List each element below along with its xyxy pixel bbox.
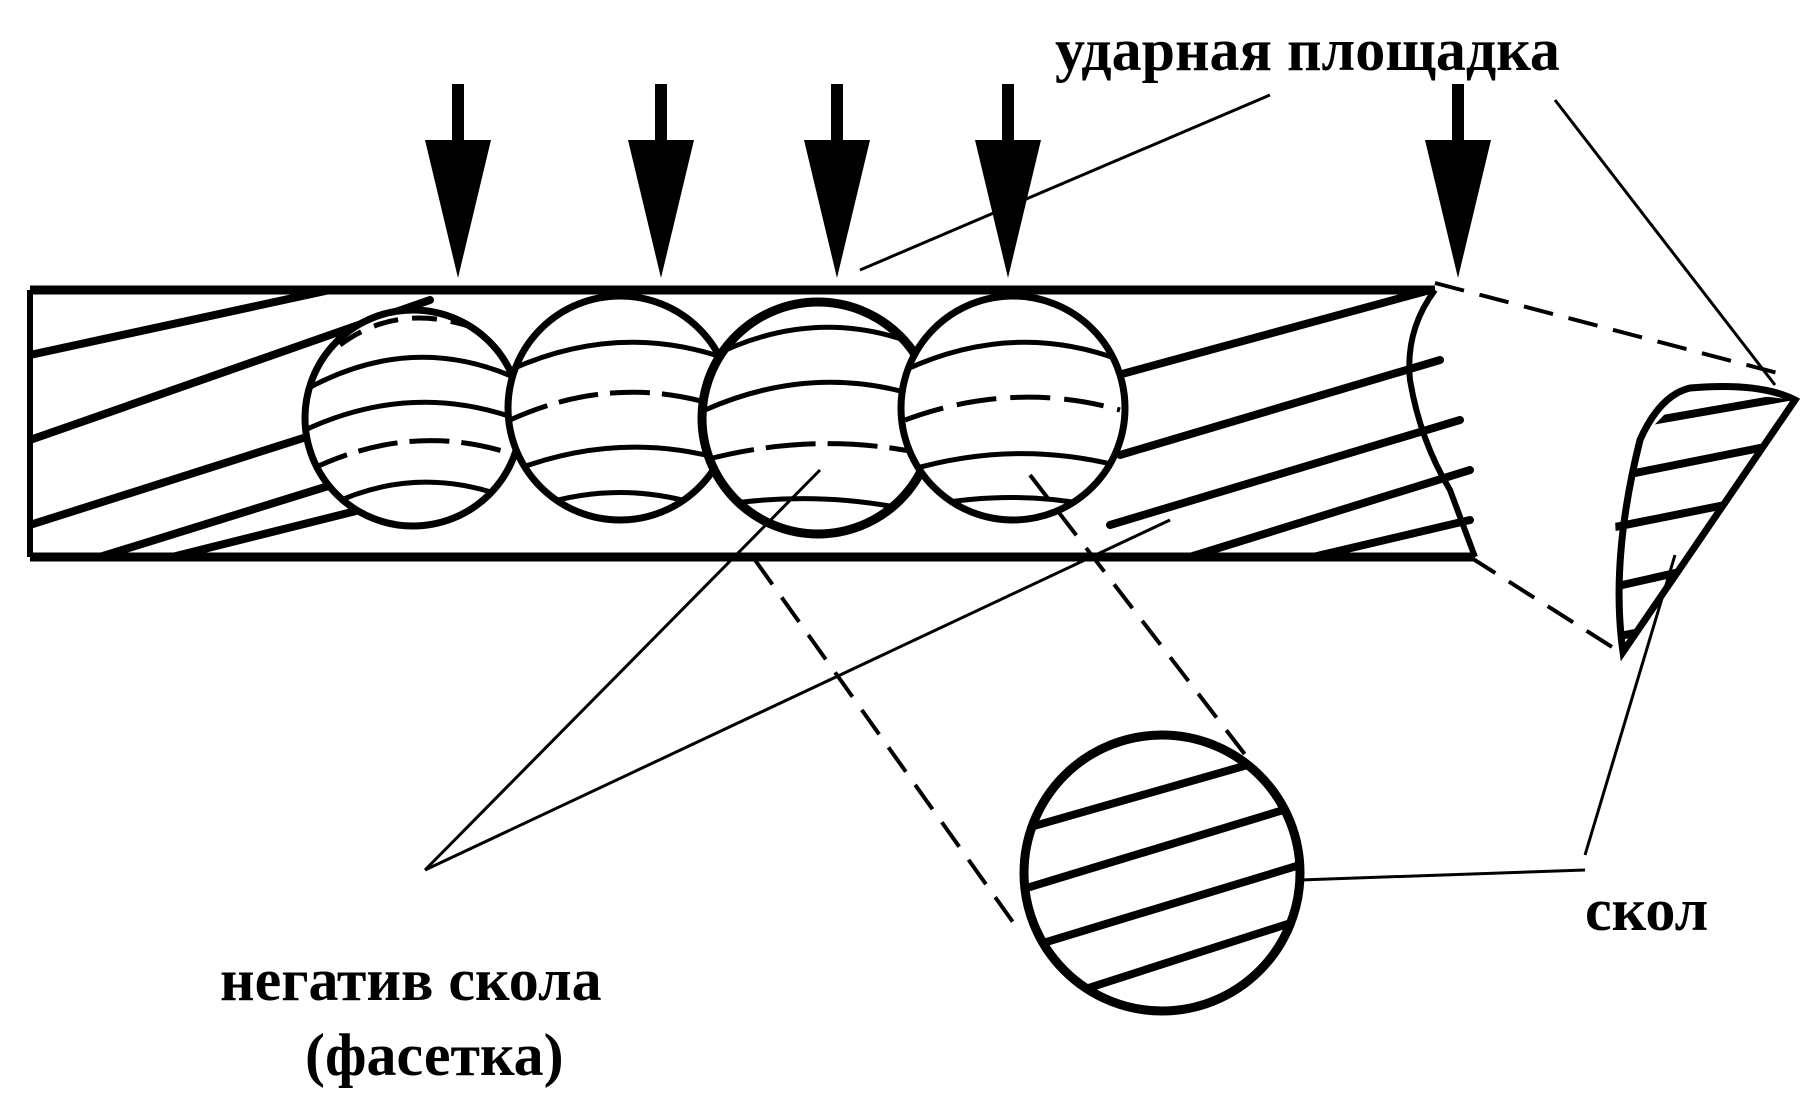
label-flake: скол [1585, 877, 1708, 943]
blade-body [27, 285, 1478, 562]
label-striking-platform: ударная площадка [1055, 17, 1560, 83]
arrow-down-icon [975, 84, 1041, 278]
detached-flake-right [1615, 383, 1801, 662]
arrow-down-icon [425, 84, 491, 278]
detached-flake-circle [1019, 730, 1305, 1016]
flake-scar-facets [301, 292, 1129, 539]
flake-scar-2 [504, 292, 736, 524]
arrow-down-icon [628, 84, 694, 278]
label-flake-scar-facet: (фасетка) [305, 1022, 564, 1088]
projection-lines [753, 281, 1786, 927]
flake-scar-3 [697, 297, 939, 539]
arrow-down-icon [804, 84, 870, 278]
strike-arrows [425, 84, 1491, 278]
leader-lines [423, 93, 1777, 882]
arrow-down-icon [1425, 84, 1491, 278]
flake-scar-1 [301, 306, 525, 530]
label-flake-scar: негатив скола [220, 947, 602, 1013]
flake-scar-4 [897, 292, 1129, 524]
